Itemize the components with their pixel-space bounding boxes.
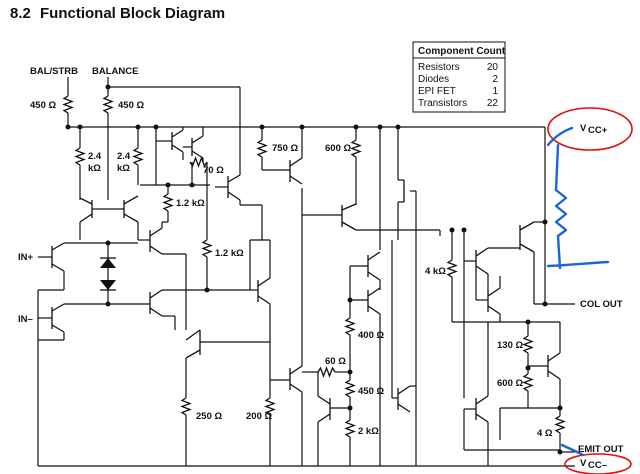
resistor-60-value: 60 Ω [325,356,346,367]
count-value-diodes: 2 [492,74,498,85]
annotation-circle-vcc-plus [547,107,633,151]
count-value-transistors: 22 [487,98,499,109]
resistor-1k2-a [140,182,210,222]
epi-fet [395,124,417,466]
diode-pair [100,240,116,307]
resistor-600-bot-value: 600 Ω [497,378,523,389]
transistor-q-input-a [79,197,93,240]
resistor-2k4-b-value: 2.4 [117,151,131,162]
resistor-1k2-a-value: 1.2 kΩ [176,198,205,209]
resistor-750 [256,124,268,170]
bal-strb-pin [62,77,74,130]
vcc-minus-sub: CC– [588,460,607,471]
pin-label-emit-out: EMIT OUT [578,444,624,455]
pin-label-col-out: COL OUT [580,299,623,310]
vcc-plus-main: V [580,123,587,134]
resistor-4-value: 4 Ω [537,428,553,439]
transistor-q-bottom-center [270,188,303,466]
resistor-2k [344,419,356,466]
count-label-diodes: Diodes [418,74,449,85]
section-number: 8.2 [10,5,31,22]
transistor-q-out-driver [452,272,540,323]
resistor-750-value: 750 Ω [272,143,298,154]
resistor-2k4-a-value: 2.4 [88,151,102,162]
transistor-q-epi-low [391,240,416,413]
resistor-600-top-value: 600 Ω [325,143,351,154]
transistor-q-600-driver [302,203,441,236]
transistor-q-ladder [317,372,350,466]
section-title: Functional Block Diagram [40,5,225,22]
resistor-400 [344,317,356,375]
resistor-2k4-a [74,124,86,200]
vcc-minus-main: V [580,458,587,469]
transistor-q-mid-b [149,289,250,317]
pin-label-in-minus: IN– [18,314,33,325]
center-column [347,124,383,466]
resistor-600-top [350,124,362,205]
count-label-transistors: Transistors [418,98,467,109]
count-value-epi-fet: 1 [492,86,498,97]
resistor-2k4-a-unit: kΩ [88,163,101,174]
resistor-250 [180,397,192,466]
count-label-epi-fet: EPI FET [418,86,456,97]
vcc-minus-rail [37,290,575,467]
transistor-q-mid-a [138,221,187,330]
in-minus-pin [38,303,150,341]
in-plus-pin [38,242,138,291]
pin-label-balance: BALANCE [92,66,138,77]
resistor-balance-value: 450 Ω [118,100,144,111]
resistor-200 [264,342,276,466]
resistor-4k [446,227,458,322]
resistor-600-bot [522,365,534,408]
annotation-circle-vcc-minus [564,453,632,474]
count-value-resistors: 20 [487,62,499,73]
vcc-plus-sub: CC+ [588,125,608,136]
resistor-2k4-b-unit: kΩ [117,163,130,174]
transistor-q-top-right [182,127,208,185]
component-count-title: Component Count [418,46,506,57]
resistor-130-value: 130 Ω [497,340,523,351]
transistor-q-750-driver [262,124,305,185]
annotation-blue-resistor-sketch [546,126,610,457]
resistor-450-mid [344,372,356,420]
resistor-400-value: 400 Ω [358,330,384,341]
pin-label-vcc-minus: V CC– [580,458,607,471]
transistor-q-mid-center [240,204,271,342]
count-label-resistors: Resistors [418,62,460,73]
transistor-q-out-main [519,127,575,307]
resistor-4k-value: 4 kΩ [425,266,446,277]
pin-label-in-plus: IN+ [18,252,34,263]
pin-label-vcc-plus: V CC+ [580,123,608,136]
resistor-200-value: 200 Ω [246,411,272,422]
transistor-q-top-left [153,124,184,185]
resistor-2k-value: 2 kΩ [358,426,379,437]
resistor-450-mid-value: 450 Ω [358,386,384,397]
transistor-q-protect [463,322,560,466]
resistor-250-value: 250 Ω [196,411,222,422]
transistor-q-input-b [92,195,139,240]
transistor-q-out-pre [461,227,520,398]
resistor-1k2-b [201,185,213,293]
resistor-60 [302,366,350,378]
pin-label-bal-strb: BAL/STRB [30,66,78,77]
balance-pin [102,77,241,200]
transistor-q-lower-left [174,316,270,398]
resistor-1k2-b-value: 1.2 kΩ [215,248,244,259]
resistor-70-value: 70 Ω [203,165,224,176]
resistor-2k4-b [132,124,144,185]
resistor-4 [500,405,575,455]
resistor-130 [522,319,534,368]
transistor-q-emitter [528,321,561,408]
component-count-table: Component Count Resistors 20 Diodes 2 EP… [412,41,506,113]
resistor-bal-strb-value: 450 Ω [30,100,56,111]
transistor-q-bal-driver [215,174,241,205]
